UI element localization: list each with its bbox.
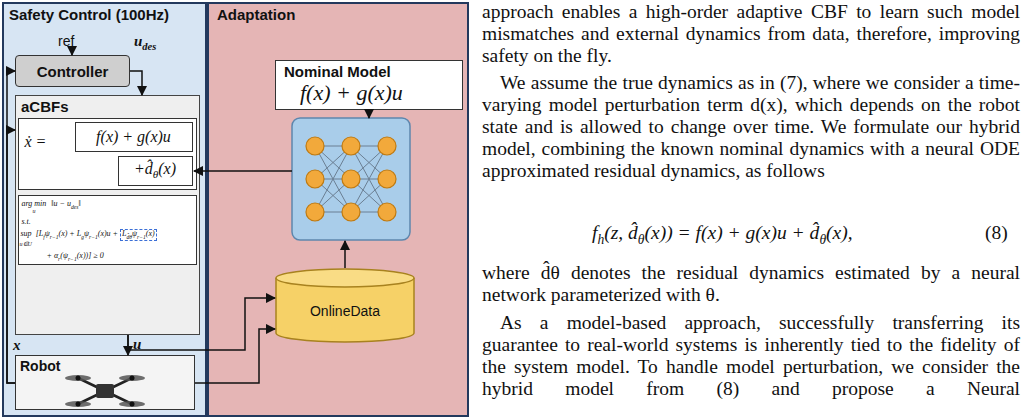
- connector-arrow: [127, 335, 129, 355]
- equation-text: f(x) + g(x)u: [96, 128, 171, 146]
- subscript: θ: [819, 232, 826, 247]
- math-text: (z, d̂: [604, 222, 638, 243]
- panel-title: Adaptation: [217, 6, 295, 23]
- math-row: sup[Lfψr−1(x) + Lgψr−1(x)u +Ld̂θψr−1(x): [21, 229, 157, 241]
- acbf-box: aCBFsẋ =f(x) + g(x)u+d̂θ(x)arg min‖u − u…: [15, 95, 200, 335]
- nominal-term-box: f(x) + g(x)u: [75, 122, 193, 152]
- neural-network-icon: [292, 118, 410, 240]
- box-title: aCBFs: [21, 98, 69, 115]
- subscript: des: [71, 203, 78, 209]
- math-text: (ψ: [60, 251, 68, 260]
- dynamics-box: ẋ = f(x) + g(x)u +d̂θ(x): [18, 118, 197, 190]
- model-to-network-arrow: [368, 110, 370, 118]
- equation-text: ẋ =: [25, 133, 47, 151]
- nominal-model-box: Nominal Modelf(x) + g(x)u: [275, 60, 463, 110]
- network-to-residual-arrow: [194, 170, 292, 172]
- ref-arrow: [71, 49, 73, 55]
- subscript: θ: [638, 232, 645, 247]
- subscript: u∈U: [20, 240, 32, 247]
- math-text: (x)u +: [98, 229, 118, 238]
- math-text: ‖u − u: [51, 199, 71, 208]
- subscript: r−1: [68, 255, 77, 261]
- math-text: s.t.: [22, 217, 31, 226]
- equation-text: f(x) + g(x)u: [300, 80, 403, 106]
- drone-illustration: [65, 375, 145, 407]
- math-text: +d̂: [134, 160, 153, 177]
- safety-control-panel: Safety Control (100Hz) Controller aCBFs ẋ =…: [2, 2, 207, 417]
- math-text: ψ: [45, 229, 50, 238]
- adaptation-panel: AdaptationNominal Modelf(x) + g(x)uOnlin…: [207, 2, 469, 417]
- math-text: ψ: [84, 229, 89, 238]
- box-title: Controller: [37, 63, 109, 80]
- edge-label: x: [13, 337, 21, 354]
- math-text: [L: [36, 229, 44, 238]
- math-text: sup: [21, 229, 32, 238]
- box-title: Nominal Model: [284, 63, 391, 80]
- subscript: r−1: [137, 233, 146, 239]
- connector-arrow: [195, 329, 275, 383]
- subscript: r−1: [89, 233, 98, 239]
- math-text: (x),: [826, 222, 853, 243]
- subscript: des: [142, 41, 156, 52]
- math-text: ‖: [78, 199, 80, 208]
- math-text: + α: [47, 251, 59, 260]
- math-text: u: [134, 33, 142, 49]
- math-text: f: [592, 222, 597, 243]
- math-row: arg min ‖u − udes‖: [22, 199, 81, 210]
- robot-box: Robot: [15, 355, 195, 410]
- connector-arrow: [128, 298, 275, 350]
- cylinder-top: [276, 269, 414, 287]
- dashed-highlight: Ld̂θψr−1(x): [120, 229, 157, 241]
- connector-arrow: [7, 130, 15, 383]
- box-title: Robot: [20, 358, 60, 374]
- math-text: ψ: [132, 229, 137, 238]
- math-text: L: [122, 229, 126, 238]
- subscript: r−1: [50, 233, 59, 239]
- subscript: d̂θ: [126, 233, 132, 239]
- math-text: (x))] ≥ 0: [77, 251, 104, 260]
- subscript: θ: [153, 169, 159, 181]
- controller-box: Controller: [15, 55, 130, 87]
- subscript: r: [58, 255, 60, 261]
- connector-arrow: [7, 71, 15, 383]
- math-row: +d̂θ(x): [134, 160, 176, 180]
- body-paragraph: where d̂θ denotes the residual dynamics …: [482, 262, 1020, 306]
- data-to-network-arrow: [344, 241, 346, 268]
- body-paragraph: As a model-based approach, successfully …: [482, 312, 1020, 400]
- math-text: (x) + L: [58, 229, 81, 238]
- body-paragraph: approach enables a high-order adaptive C…: [482, 1, 1020, 67]
- body-paragraph: We assume the true dynamics as in (7), w…: [482, 72, 1020, 182]
- qp-box: arg min‖u − udes‖us.t.sup[Lfψr−1(x) + Lg…: [18, 195, 197, 265]
- signal-label: ref: [58, 33, 74, 49]
- connector-arrow: [130, 71, 142, 95]
- math-text: (x): [158, 160, 176, 177]
- math-text: (x): [146, 229, 155, 238]
- equation-number: (8): [985, 222, 1008, 244]
- subscript: h: [597, 232, 604, 247]
- online-data-cylinder: OnlineData: [275, 268, 415, 343]
- math-text: (x)) = f(x) + g(x)u + d̂: [645, 222, 820, 243]
- math-row: fh(z, d̂θ(x)) = f(x) + g(x)u + d̂θ(x),: [592, 222, 853, 248]
- edge-label: u: [133, 336, 141, 353]
- math-row: + αr(ψr−1(x))] ≥ 0: [47, 251, 104, 262]
- panel-title: Safety Control (100Hz): [9, 6, 169, 23]
- residual-term-box: +d̂θ(x): [118, 156, 193, 186]
- subscript: g: [81, 233, 84, 239]
- math-text: arg min: [22, 199, 47, 208]
- subscript: f: [43, 233, 45, 239]
- subscript: u: [33, 208, 36, 214]
- box-title: OnlineData: [310, 303, 380, 319]
- math-row: udes: [134, 33, 156, 52]
